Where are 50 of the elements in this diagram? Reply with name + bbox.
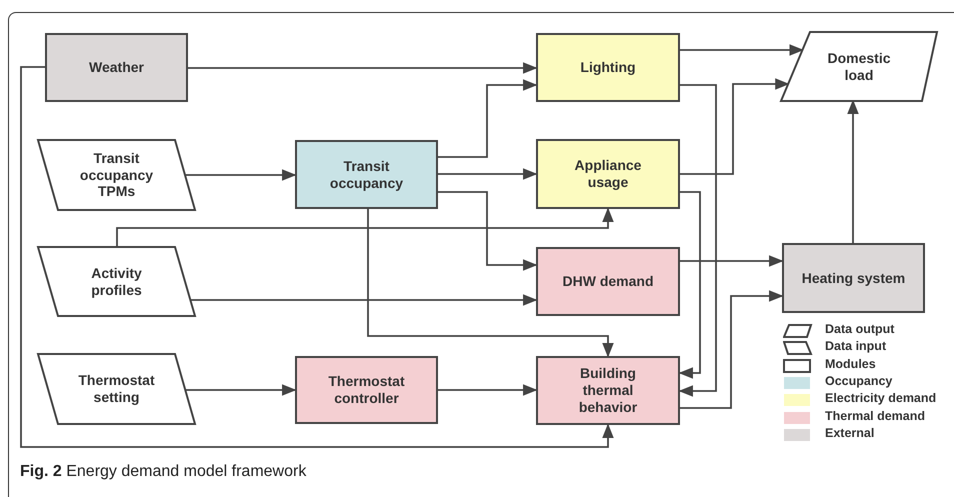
module-box — [295, 356, 438, 424]
module-box — [782, 243, 925, 313]
node-label: Thermostat setting — [77, 372, 156, 406]
module-box — [536, 247, 680, 316]
module-box — [536, 356, 680, 425]
node-label: Lighting — [580, 59, 636, 76]
data-input-shape — [38, 354, 195, 424]
module-box — [45, 33, 188, 102]
node-label: DHW demand — [562, 273, 654, 290]
data-output-shape — [781, 32, 937, 101]
arrow — [438, 168, 538, 180]
data-input-shape — [38, 140, 195, 210]
arrow — [438, 384, 538, 396]
legend-label: Data output — [825, 322, 894, 336]
node-label: Heating system — [802, 270, 906, 286]
node-label: Appliance usage — [574, 157, 642, 191]
module-box — [295, 140, 438, 209]
arrow — [188, 62, 538, 74]
arrow — [190, 294, 538, 306]
arrow — [680, 255, 784, 267]
legend-label: External — [825, 426, 874, 440]
legend-label: Modules — [825, 356, 876, 371]
node-label: Thermostat controller — [327, 373, 406, 407]
node-label: Transit occupancy TPMs — [78, 150, 154, 200]
arrow — [680, 290, 784, 409]
node-label: Transit occupancy — [328, 158, 404, 192]
node-label: Building thermal behavior — [578, 365, 638, 416]
node-label: Domestic load — [826, 50, 892, 84]
arrow — [438, 191, 538, 271]
arrow — [680, 44, 804, 56]
legend-label: Data input — [825, 339, 886, 354]
arrow — [847, 100, 859, 243]
arrow — [438, 79, 538, 158]
arrow — [367, 209, 614, 358]
node-label: Weather — [89, 59, 144, 76]
module-box — [536, 139, 680, 209]
legend-label: Occupancy — [825, 374, 892, 388]
arrow — [678, 84, 717, 397]
arrow — [185, 169, 296, 181]
legend-label: Electricity demand — [825, 391, 936, 406]
data-input-shape — [38, 247, 195, 316]
legend-label: Thermal demand — [825, 408, 926, 422]
arrow — [116, 208, 614, 247]
module-box — [536, 33, 680, 102]
figure-caption: Fig. 2 Energy demand model framework — [20, 463, 306, 481]
arrow — [20, 66, 614, 448]
arrow — [185, 384, 296, 396]
arrow — [680, 78, 790, 175]
node-label: Activity profiles — [90, 264, 143, 298]
arrow — [678, 191, 701, 379]
